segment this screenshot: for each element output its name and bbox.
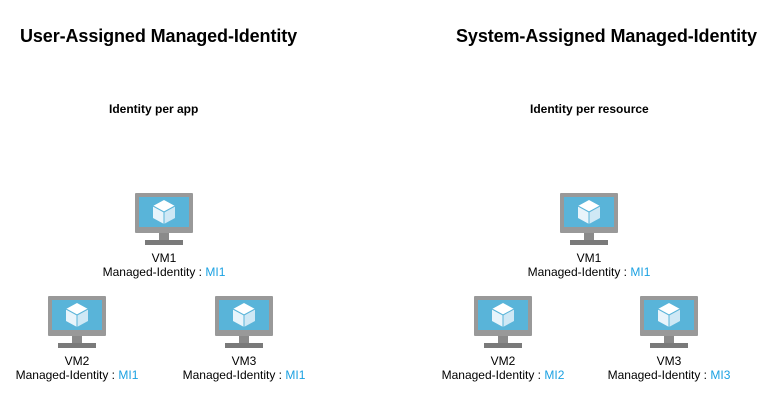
mi-label: Managed-Identity :	[441, 368, 542, 382]
virtual-machine-icon	[579, 296, 759, 349]
vm-managed-identity: Managed-Identity : MI1	[74, 265, 254, 279]
mi-label: Managed-Identity :	[607, 368, 708, 382]
vm-managed-identity: Managed-Identity : MI1	[499, 265, 679, 279]
vm-node-vm2: VM2 Managed-Identity : MI1	[0, 296, 167, 382]
vm-name: VM2	[64, 354, 90, 368]
vm-name: VM3	[231, 354, 257, 368]
mi-value: MI2	[544, 368, 565, 382]
vm-name: VM3	[656, 354, 682, 368]
virtual-machine-icon	[154, 296, 334, 349]
panel-subtitle: Identity per app	[109, 102, 199, 116]
mi-label: Managed-Identity :	[527, 265, 628, 279]
vm-name: VM1	[151, 251, 177, 265]
virtual-machine-icon	[413, 296, 593, 349]
mi-label: Managed-Identity :	[102, 265, 203, 279]
virtual-machine-icon	[74, 193, 254, 246]
vm-managed-identity: Managed-Identity : MI2	[413, 368, 593, 382]
vm-node-vm2: VM2 Managed-Identity : MI2	[413, 296, 593, 382]
mi-label: Managed-Identity :	[182, 368, 283, 382]
vm-managed-identity: Managed-Identity : MI1	[154, 368, 334, 382]
mi-value: MI1	[630, 265, 651, 279]
mi-value: MI1	[118, 368, 139, 382]
system-assigned-panel: System-Assigned Managed-Identity Identit…	[382, 0, 764, 408]
mi-value: MI1	[205, 265, 226, 279]
virtual-machine-icon	[0, 296, 167, 349]
panel-title: User-Assigned Managed-Identity	[20, 26, 298, 46]
mi-label: Managed-Identity :	[15, 368, 116, 382]
panel-subtitle: Identity per resource	[530, 102, 649, 116]
virtual-machine-icon	[499, 193, 679, 246]
vm-name: VM1	[576, 251, 602, 265]
mi-value: MI3	[710, 368, 731, 382]
mi-value: MI1	[285, 368, 306, 382]
panel-title: System-Assigned Managed-Identity	[456, 26, 757, 46]
vm-node-vm1: VM1 Managed-Identity : MI1	[499, 193, 679, 279]
vm-node-vm3: VM3 Managed-Identity : MI1	[154, 296, 334, 382]
vm-node-vm1: VM1 Managed-Identity : MI1	[74, 193, 254, 279]
vm-managed-identity: Managed-Identity : MI3	[579, 368, 759, 382]
user-assigned-panel: User-Assigned Managed-Identity Identity …	[0, 26, 334, 382]
vm-name: VM2	[490, 354, 516, 368]
vm-managed-identity: Managed-Identity : MI1	[0, 368, 167, 382]
vm-node-vm3: VM3 Managed-Identity : MI3	[579, 296, 759, 382]
